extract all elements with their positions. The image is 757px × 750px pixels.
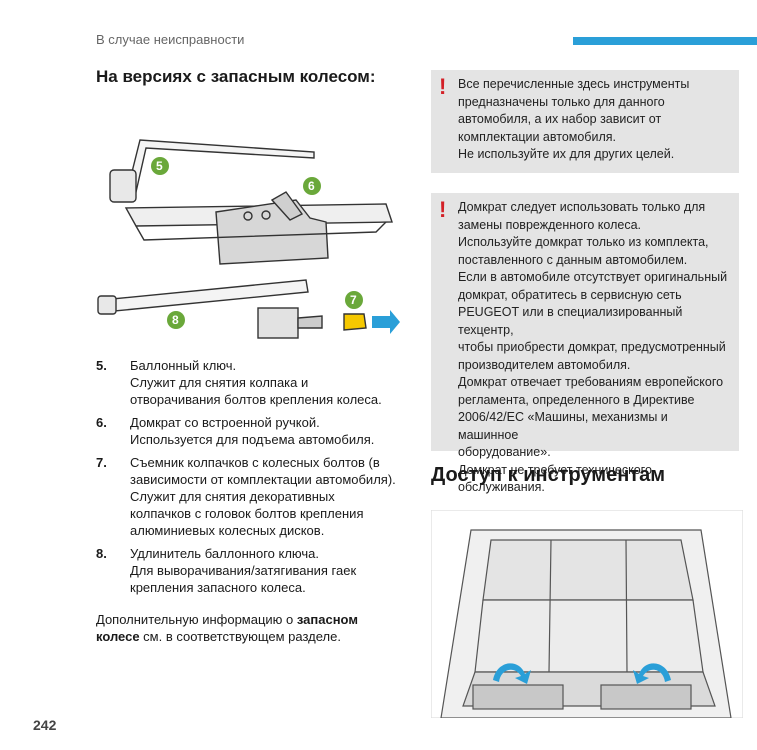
svg-text:5: 5 — [156, 159, 163, 173]
svg-text:7: 7 — [350, 293, 357, 307]
list-item: 8. Удлинитель баллонного ключа. Для выво… — [96, 546, 357, 595]
header-section-title: В случае неисправности — [96, 32, 245, 47]
callout-7 — [345, 291, 363, 309]
section-title: На версиях с запасным колесом: — [96, 67, 376, 86]
warning-box: ! Домкрат следует использовать только дл… — [431, 193, 739, 494]
list-item: 6. Домкрат со встроенной ручкой. Использ… — [96, 415, 375, 447]
warning-box: ! Все перечисленные здесь инструменты пр… — [431, 70, 739, 173]
warning-icon: ! — [439, 74, 447, 99]
svg-text:6: 6 — [308, 179, 315, 193]
warning-icon: ! — [439, 197, 447, 222]
trunk-illustration — [431, 510, 743, 718]
list-item: 5. Баллонный ключ. Служит для снятия кол… — [96, 358, 382, 407]
direction-arrow-icon — [372, 310, 400, 334]
warning-text: Домкрат следует использовать только для … — [458, 200, 728, 494]
header-accent-bar — [573, 37, 757, 45]
footer-note: Дополнительную информацию о запасном кол… — [96, 612, 358, 644]
tools-list: 5. Баллонный ключ. Служит для снятия кол… — [96, 357, 416, 602]
cap-remover-illustration — [343, 313, 367, 331]
extension-illustration — [101, 279, 309, 313]
page-number: 242 — [33, 717, 57, 733]
lift-arrow-left-icon — [493, 663, 531, 684]
warning-text: Все перечисленные здесь инструменты пред… — [458, 77, 690, 161]
list-item: 7. Съемник колпачков с колесных болтов (… — [96, 455, 396, 538]
access-title: Доступ к инструментам — [431, 464, 666, 486]
tools-illustration: 5 6 7 8 — [97, 139, 400, 339]
callout-8 — [167, 311, 185, 329]
svg-text:8: 8 — [172, 313, 179, 327]
callout-5 — [151, 157, 169, 175]
lift-arrow-right-icon — [633, 663, 671, 684]
callout-6 — [303, 177, 321, 195]
